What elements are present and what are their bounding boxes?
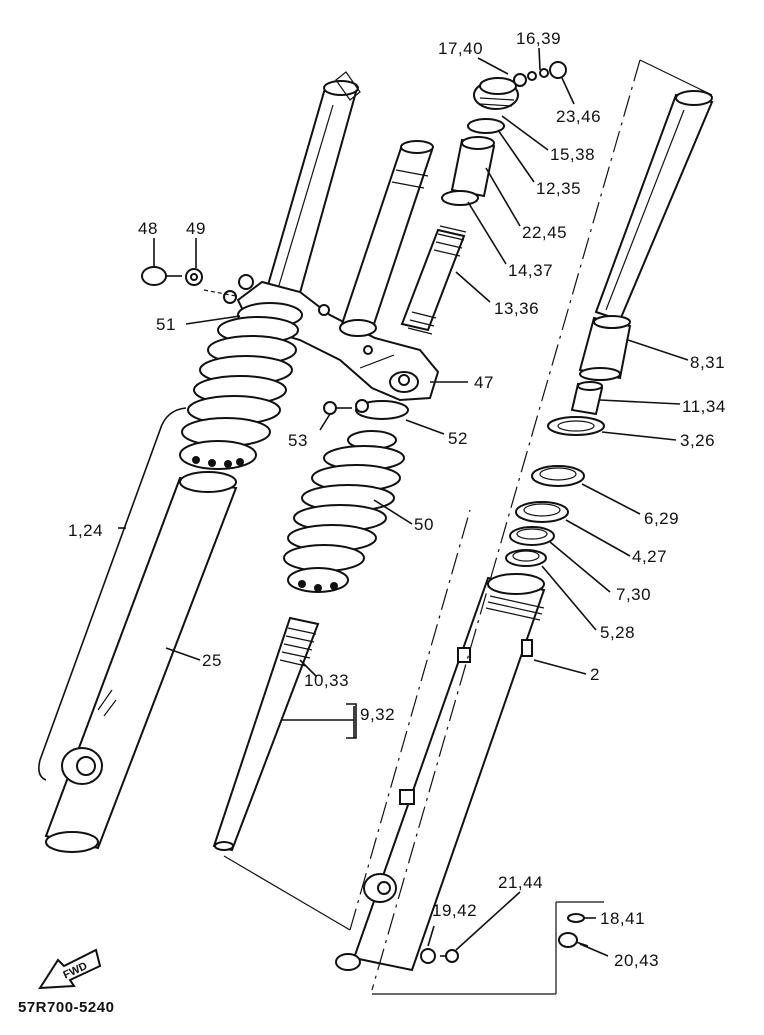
bracket-1-24	[38, 407, 187, 781]
left-fork-boot	[179, 316, 299, 470]
part-22-45-spacer	[450, 136, 496, 198]
label-52: 52	[448, 429, 468, 448]
part-21-44-bolt	[440, 949, 459, 963]
label-5-28: 5,28	[600, 623, 635, 642]
label-23-46: 23,46	[556, 107, 601, 126]
label-12-35: 12,35	[536, 179, 581, 198]
part-52-clamp	[355, 399, 409, 420]
part-23-46-cap	[549, 61, 567, 79]
part-3-26-clip	[547, 416, 605, 436]
part-15-38-oring	[467, 118, 505, 134]
leader-dashed-48	[203, 289, 237, 297]
label-10-33: 10,33	[304, 671, 349, 690]
part-inner-tube-right	[594, 90, 714, 322]
reference-code: 57R700-5240	[18, 999, 114, 1016]
label-2: 2	[590, 665, 600, 684]
part-2-outer-tube	[335, 573, 546, 972]
label-19-42: 19,42	[432, 901, 477, 920]
label-4-27: 4,27	[632, 547, 667, 566]
label-16-39: 16,39	[516, 29, 561, 48]
label-48: 48	[138, 219, 158, 238]
label-14-37: 14,37	[508, 261, 553, 280]
label-49: 49	[186, 219, 206, 238]
part-53-bolt	[323, 401, 352, 415]
label-3-26: 3,26	[680, 431, 715, 450]
part-17-40-cap-bolt	[473, 77, 519, 110]
label-18-41: 18,41	[600, 909, 645, 928]
part-18-41-washer	[567, 913, 585, 923]
part-5-28-bushing	[505, 549, 547, 567]
leader-lines	[118, 47, 689, 957]
part-8-31-bushing	[578, 315, 632, 381]
label-8-31: 8,31	[690, 353, 725, 372]
part-6-29-seal	[531, 465, 585, 487]
part-16-39-oring	[513, 68, 549, 87]
label-53: 53	[288, 431, 308, 450]
part-50-boot	[283, 430, 405, 593]
part-9-32-damper-rod	[212, 616, 320, 852]
assembly-line-bottom	[223, 855, 351, 931]
label-7-30: 7,30	[616, 585, 651, 604]
part-12-35-washer	[441, 190, 479, 206]
label-50: 50	[414, 515, 434, 534]
label-11-34: 11,34	[682, 397, 726, 416]
label-21-44: 21,44	[498, 873, 543, 892]
steering-stem	[339, 140, 434, 337]
part-48-bolt	[141, 266, 182, 286]
part-7-30-bushing	[509, 526, 555, 546]
label-9-32: 9,32	[360, 705, 395, 724]
left-fork-inner-tube	[264, 71, 361, 302]
assembly-line-bracket	[359, 354, 395, 369]
part-13-36-spring	[400, 225, 467, 335]
centerline-right	[371, 59, 641, 991]
label-22-45: 22,45	[522, 223, 567, 242]
callout-labels: 17,40 16,39 23,46 15,38 12,35 22,45 14,3…	[68, 29, 726, 970]
left-fork-outer-tube	[44, 471, 238, 853]
part-11-34-piece	[570, 381, 604, 416]
centerline-right-top	[639, 59, 713, 96]
fwd-arrow-icon: FWD	[38, 948, 102, 990]
label-25: 25	[202, 651, 222, 670]
label-15-38: 15,38	[550, 145, 595, 164]
part-49-washer	[185, 268, 203, 286]
label-1-24: 1,24	[68, 521, 103, 540]
label-6-29: 6,29	[644, 509, 679, 528]
label-51: 51	[156, 315, 176, 334]
label-20-43: 20,43	[614, 951, 659, 970]
label-47: 47	[474, 373, 494, 392]
part-19-42-washer	[420, 948, 436, 964]
label-17-40: 17,40	[438, 39, 483, 58]
label-13-36: 13,36	[494, 299, 539, 318]
part-4-27-washer	[515, 501, 569, 523]
